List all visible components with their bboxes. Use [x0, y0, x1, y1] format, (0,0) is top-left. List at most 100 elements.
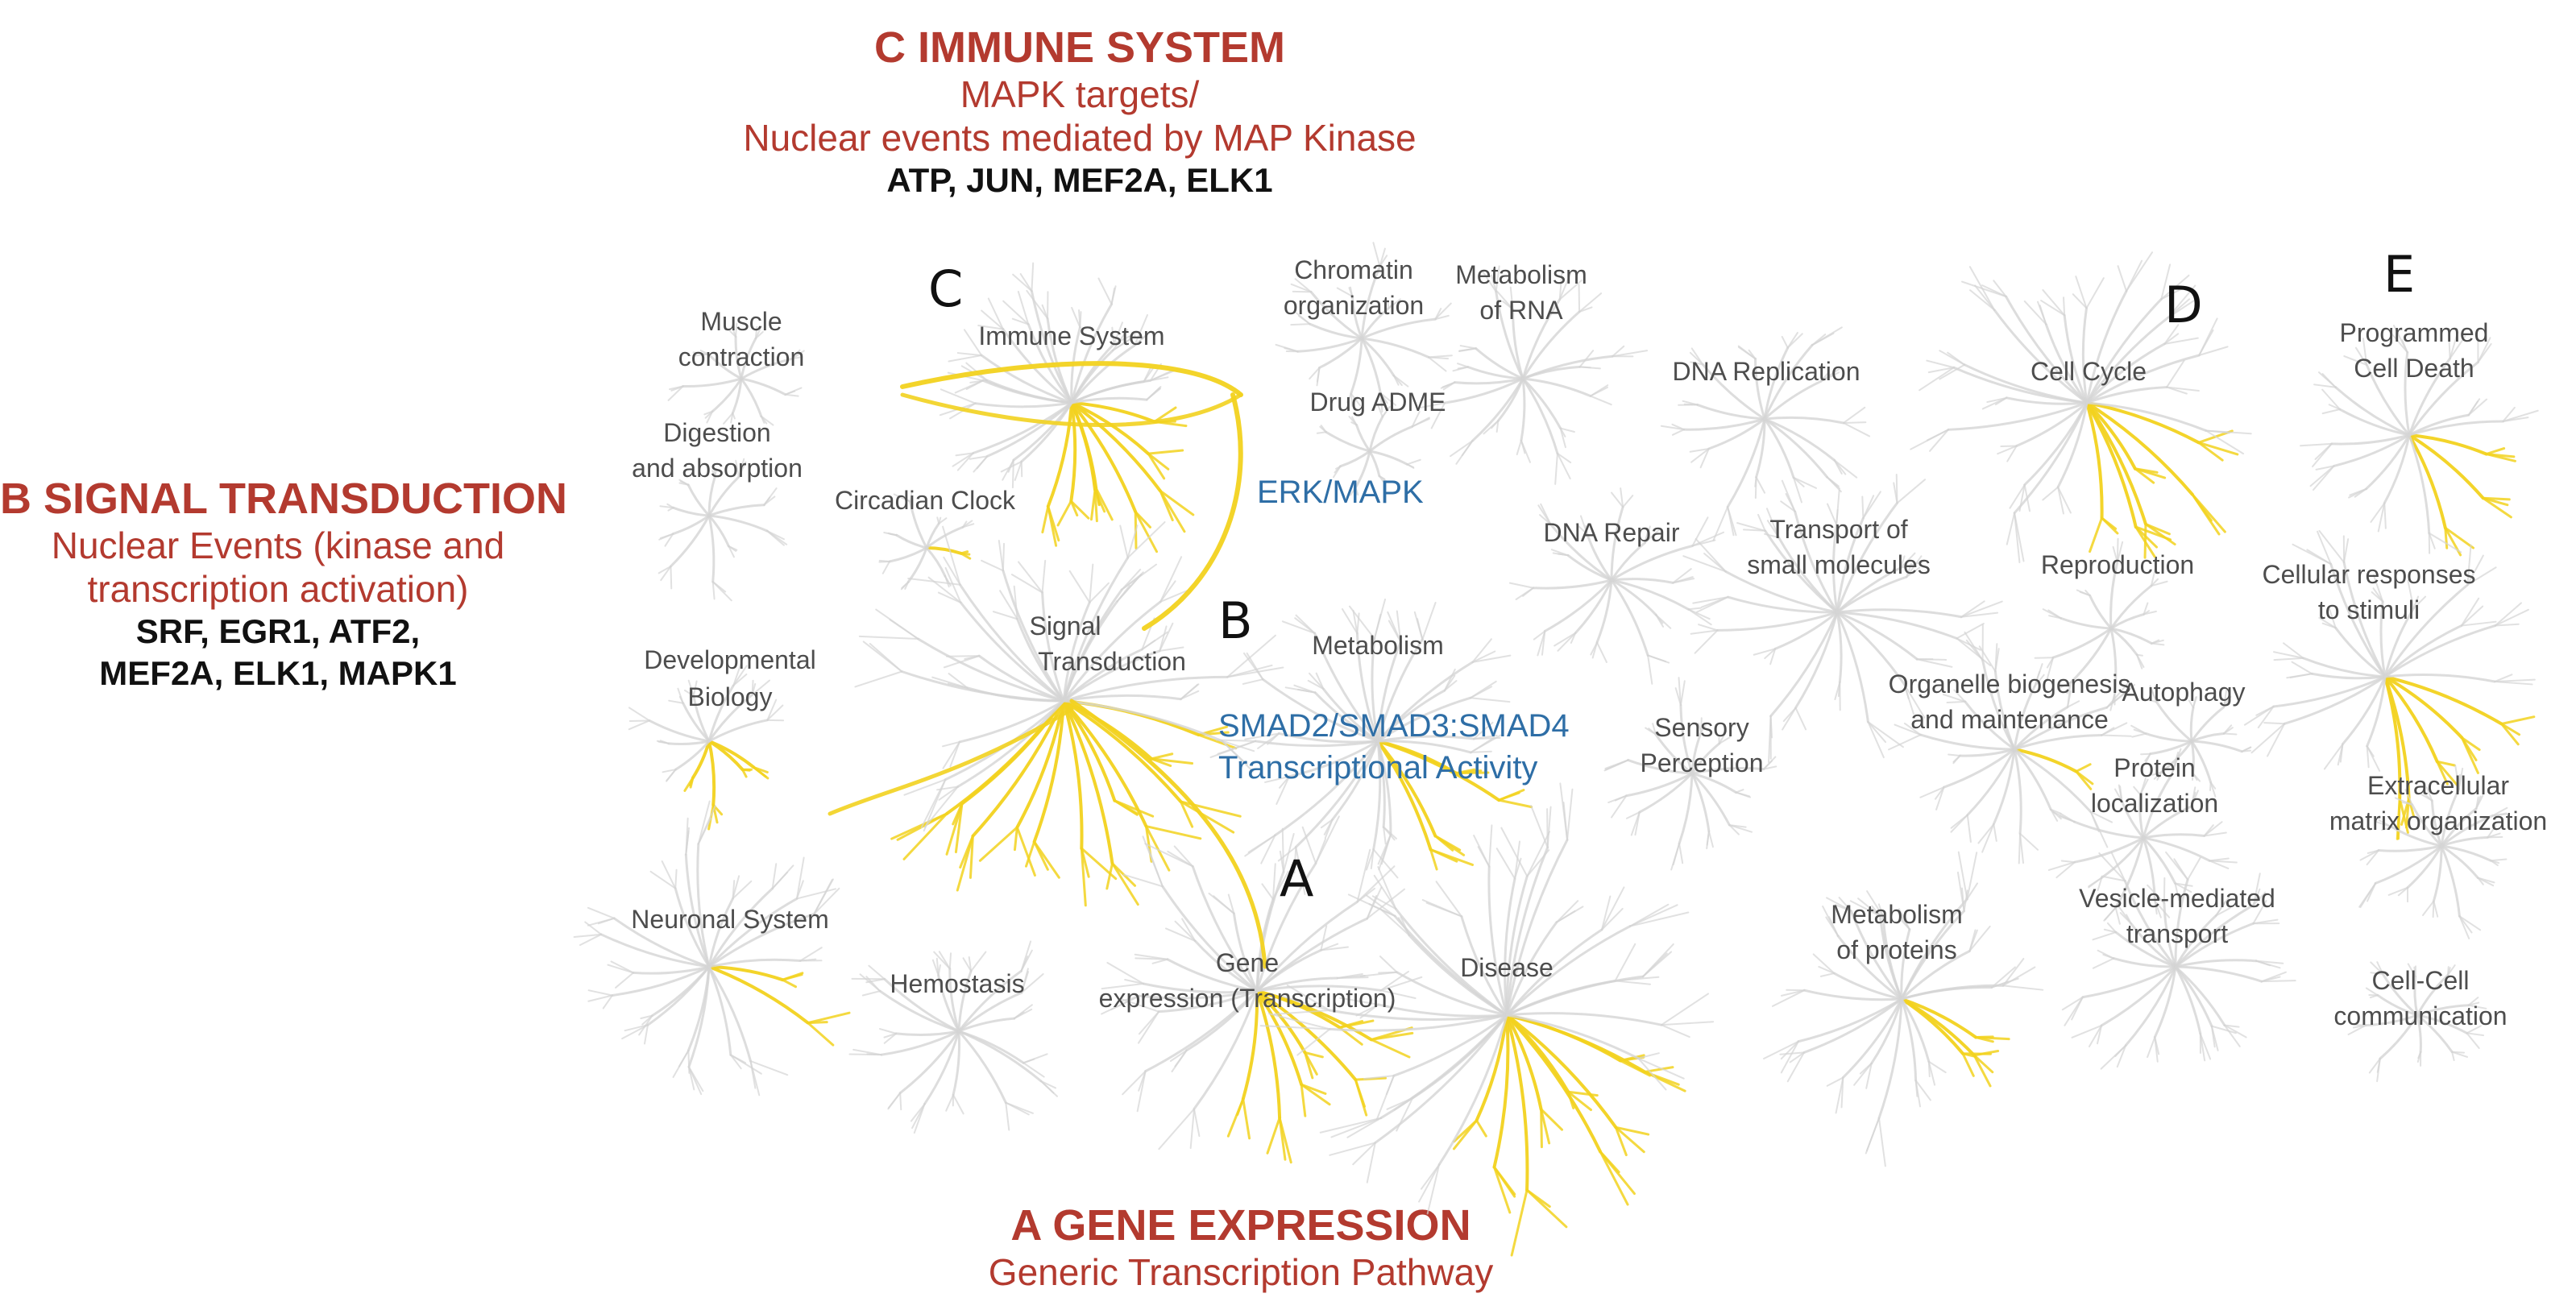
branch-organelle-biogenesis: [2013, 748, 2052, 811]
twig-reproduction: [2135, 653, 2145, 669]
twig-metabolism-proteins: [1957, 851, 1968, 900]
branch-transport-small-molecules: [1836, 608, 1963, 619]
twig-chromatin: [1336, 287, 1354, 297]
twig-metabolism-proteins: [1990, 977, 2019, 989]
twig-digestion: [660, 565, 672, 582]
twig-cell-cycle: [2042, 486, 2060, 501]
twig-digestion: [766, 530, 785, 546]
label-reproduction[interactable]: Reproduction: [2041, 550, 2194, 579]
branch-disease: [1379, 1014, 1508, 1120]
twig-transport-small-molecules: [1899, 552, 1916, 569]
twig-metabolism: [1497, 791, 1520, 802]
twig-protein-localization: [2047, 861, 2076, 871]
twig-signal-transduction: [1105, 862, 1114, 890]
branch-chromatin: [1296, 337, 1363, 353]
label-hemostasis[interactable]: Hemostasis: [890, 969, 1024, 998]
twig-cellular-responses: [2460, 620, 2497, 627]
twig-organelle-biogenesis: [1966, 814, 1972, 843]
branch-cellular-responses: [2383, 624, 2463, 678]
twig-metabolism: [1469, 697, 1511, 703]
twig-organelle-biogenesis: [1894, 723, 1922, 736]
label-metabolism[interactable]: Metabolism: [1312, 631, 1444, 660]
label-immune-system[interactable]: Immune System: [978, 321, 1164, 350]
twig-cell-cycle: [1961, 280, 2007, 298]
branch-signal-transduction: [1062, 649, 1161, 703]
annotation-b-line-1: Nuclear Events (kinase and: [51, 524, 505, 566]
twig-dna-repair: [1691, 531, 1725, 547]
branch-metabolism-proteins: [1802, 989, 1903, 1001]
twig-metabolism: [1454, 768, 1476, 775]
twig-disease: [1418, 1163, 1441, 1203]
twig-disease: [1396, 1097, 1414, 1132]
twig-gene-expression: [1320, 946, 1349, 951]
twig-cell-cycle: [2075, 276, 2088, 309]
branch-metabolism-proteins: [1797, 997, 1903, 1043]
twig-metabolism: [1295, 846, 1306, 895]
branch-autophagy: [2190, 732, 2225, 743]
label-circadian-clock[interactable]: Circadian Clock: [835, 486, 1016, 515]
twig-metabolism-rna: [1612, 345, 1625, 358]
branch-cell-cycle: [2085, 401, 2138, 529]
twig-sensory-perception: [1698, 723, 1703, 734]
twig-immune-system: [1069, 500, 1090, 520]
label-autophagy[interactable]: Autophagy: [2122, 678, 2245, 707]
twig-metabolism-rna: [1461, 440, 1474, 457]
twig-vesicle-transport: [2252, 900, 2267, 925]
branch-protein-localization: [2142, 833, 2206, 839]
twig-transport-small-molecules: [1698, 624, 1719, 632]
branch-hemostasis: [957, 1030, 1007, 1105]
branch-reproduction: [2051, 627, 2113, 659]
twig-metabolism-rna: [1558, 271, 1572, 301]
twig-developmental-biology: [753, 765, 769, 774]
branch-cell-cell-communication: [2379, 1014, 2419, 1060]
twig-metabolism: [1383, 826, 1387, 845]
twig-metabolism-rna: [1554, 452, 1558, 485]
twig-disease: [1273, 1009, 1330, 1015]
twig-cell-cell-communication: [2370, 972, 2384, 976]
label-dna-repair[interactable]: DNA Repair: [1544, 518, 1680, 547]
twig-ecm: [2359, 882, 2377, 909]
label-cell-cycle[interactable]: Cell Cycle: [2031, 357, 2147, 386]
branch-transport-small-molecules: [1724, 570, 1839, 614]
twig-cell-cycle: [2072, 293, 2088, 309]
twig-dna-replication: [1793, 476, 1802, 504]
branch-disease: [1505, 1014, 1529, 1192]
label-neuronal-system[interactable]: Neuronal System: [631, 905, 828, 934]
twig-cell-cell-communication: [2447, 964, 2456, 976]
twig-cellular-responses: [2323, 743, 2344, 770]
label-disease[interactable]: Disease: [1460, 953, 1553, 982]
twig-ecm: [2394, 797, 2413, 806]
twig-muscle-contraction: [692, 351, 710, 355]
twig-vesicle-transport: [2252, 873, 2261, 906]
branch-protein-localization: [2142, 773, 2173, 839]
twig-sensory-perception: [1707, 830, 1714, 848]
twig-dna-repair: [1552, 552, 1570, 557]
label-drug-adme[interactable]: Drug ADME: [1310, 388, 1446, 417]
branch-dna-repair: [1610, 578, 1657, 616]
twig-cell-cycle: [2006, 445, 2018, 462]
twig-transport-small-molecules: [1782, 707, 1797, 731]
label-dna-replication[interactable]: DNA Replication: [1673, 357, 1860, 386]
branch-organelle-biogenesis: [1992, 748, 2016, 826]
twig-transport-small-molecules: [1692, 596, 1729, 604]
twig-neuronal-system: [640, 1014, 653, 1019]
branch-vesicle-transport: [2174, 922, 2255, 968]
branch-disease: [1377, 1003, 1508, 1018]
